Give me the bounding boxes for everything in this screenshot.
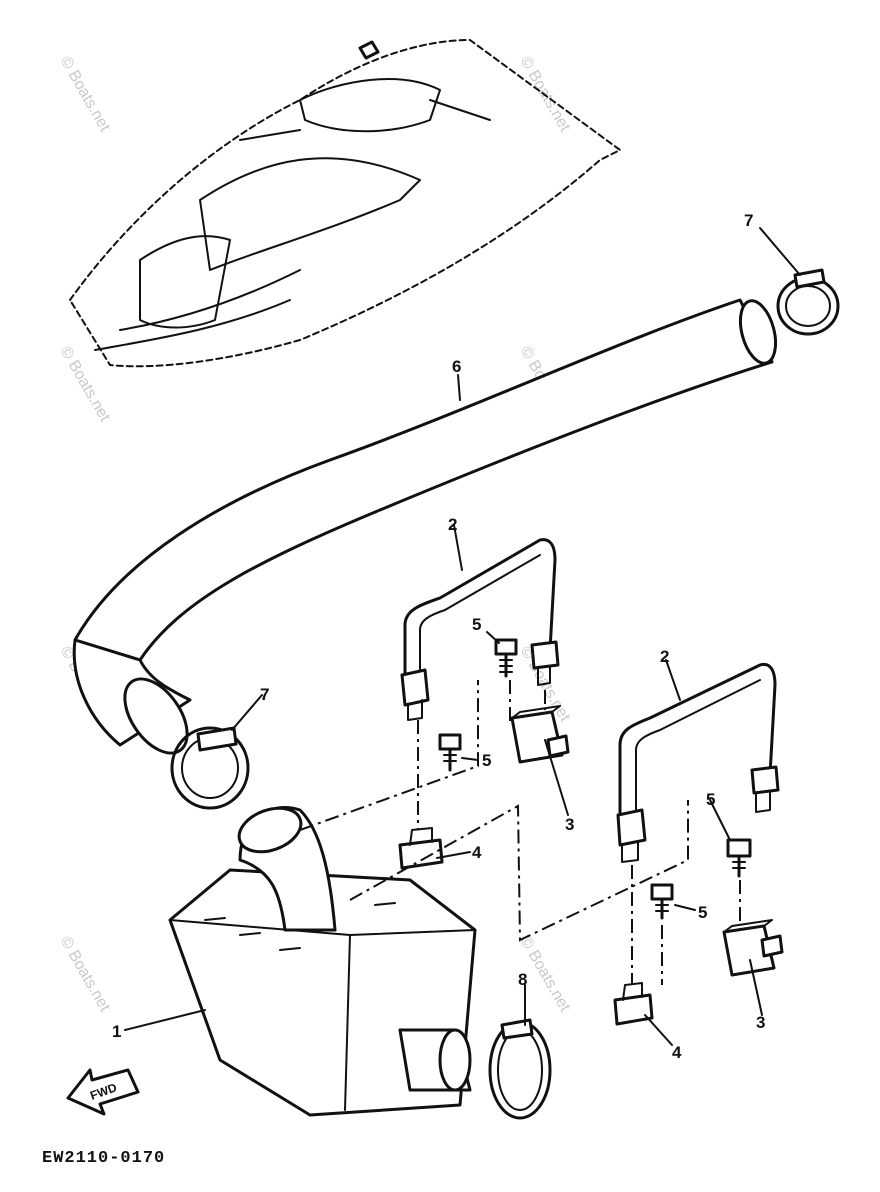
exhaust-pipe	[72, 298, 778, 755]
muffler-box	[168, 805, 477, 1117]
watercraft-hull	[69, 39, 621, 368]
callout-7: 7	[744, 211, 753, 230]
mounting-strap-left	[400, 538, 560, 721]
callout-2: 2	[448, 515, 457, 534]
clip-bracket-right	[613, 982, 654, 1026]
mounting-strap-right	[616, 662, 780, 863]
clip-bracket-left	[398, 827, 444, 870]
callout-6: 6	[452, 357, 461, 376]
callout-5: 5	[698, 903, 707, 922]
hose-clamp-lower	[170, 726, 250, 810]
callout-7: 7	[260, 685, 269, 704]
rubber-damper-left	[510, 705, 570, 764]
leader-lines	[124, 227, 801, 1046]
fwd-arrow: FWD	[66, 1068, 140, 1116]
callout-5: 5	[482, 751, 491, 770]
callout-1: 1	[112, 1022, 121, 1041]
callout-4: 4	[472, 843, 482, 862]
bolt-group	[438, 638, 752, 920]
callout-5: 5	[472, 615, 481, 634]
callout-3: 3	[756, 1013, 765, 1032]
hose-clamp-upper	[776, 268, 840, 336]
watermark: © Boats.net	[57, 934, 114, 1016]
rubber-damper-right	[722, 919, 784, 977]
callout-2: 2	[660, 647, 669, 666]
callout-8: 8	[518, 970, 527, 989]
bolt	[438, 733, 462, 772]
drawing-code: EW2110-0170	[42, 1149, 165, 1168]
callout-labels: 1 2 2 3 3 4 4 5 5 5 5 6 7 7 8	[112, 211, 765, 1062]
watermark: © Boats.net	[57, 54, 114, 136]
callout-3: 3	[565, 815, 574, 834]
assembly-lines	[299, 680, 741, 985]
hose-clamp-outlet	[488, 1018, 552, 1120]
bolt	[726, 838, 752, 878]
callout-5: 5	[706, 790, 715, 809]
bolt	[650, 883, 674, 920]
callout-4: 4	[672, 1043, 682, 1062]
bolt	[494, 638, 518, 678]
